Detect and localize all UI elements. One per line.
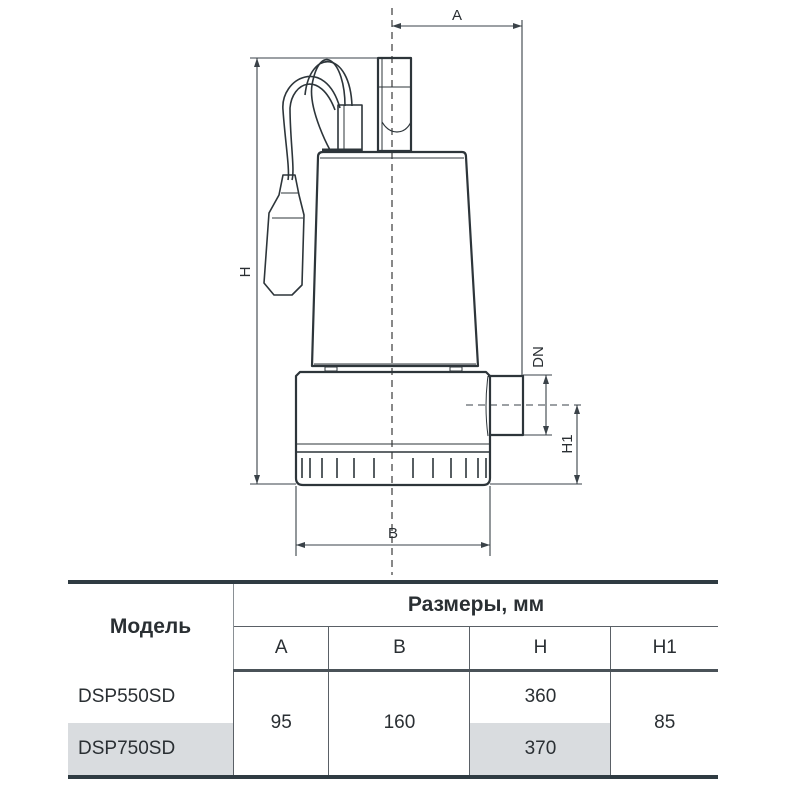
column-header-h1: H1 [610,626,718,672]
column-header-b: B [328,626,471,672]
dim-b-label: B [388,525,398,542]
value-h: 370 [469,722,612,777]
value-h: 360 [469,670,612,723]
cable-gland [337,104,363,152]
model-cell: DSP550SD [68,670,234,723]
column-header-h: H [469,626,612,672]
dimensions-table: Модель Размеры, мм A B H H1 DSP550SD 95 … [68,580,718,779]
pump-outline [263,56,525,487]
dim-dn-label: DN [530,346,547,368]
table-row: DSP750SD 370 [68,722,718,777]
float-switch [263,174,305,296]
column-header-a: A [233,626,330,672]
value-h1: 85 [654,712,676,734]
value-b: 160 [328,670,471,777]
float-cable [310,58,346,151]
pump-dimension-drawing: A B H DN H1 [237,7,582,575]
table-row: DSP550SD 95 160 360 85 [68,670,718,777]
dimensions-group-header: Размеры, мм [233,582,718,627]
dim-a-label: A [452,7,462,24]
value-a: 95 [233,670,330,777]
dim-h1-label: H1 [559,434,576,453]
dim-h-label: H [237,267,254,278]
model-cell: DSP750SD [68,722,234,777]
model-header: Модель [68,582,234,671]
